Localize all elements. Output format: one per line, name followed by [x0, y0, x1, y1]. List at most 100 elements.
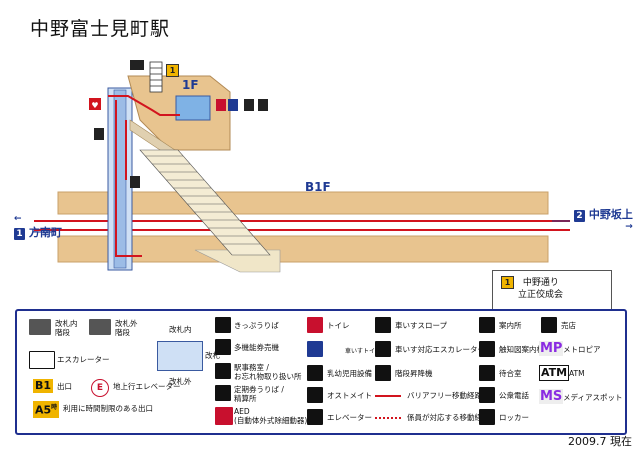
legend-elevator-exit: 地上行エレベーター	[113, 382, 181, 391]
braille-icon	[479, 341, 495, 357]
top-exit-number: 1	[166, 64, 179, 77]
barrier-free-route-top	[108, 95, 180, 116]
exit-number-badge: 1	[501, 276, 514, 289]
east-arrow: →	[625, 222, 633, 232]
legend-wc-toilet: 車いすトイレ	[345, 348, 382, 355]
multi-ticket-icon	[215, 339, 231, 355]
legend-slope: 車いすスロープ	[395, 321, 448, 330]
legend-in-gate: 改札内	[169, 325, 192, 334]
legend-stairs-out: 改札外 階段	[115, 319, 138, 337]
legend-panel: 改札内 階段 改札外 階段 エスカレーター B1 出口 E 地上行エレベーター …	[15, 309, 627, 435]
locker-icon	[479, 409, 495, 425]
a5-code: A5	[35, 403, 52, 417]
floor-label-b1f: B1F	[305, 180, 331, 194]
west-label: 方南町	[28, 226, 62, 239]
gate-graphic	[157, 341, 203, 371]
legend-barrier-free: バリアフリー移動経路	[407, 391, 482, 400]
season-ticket-icon	[215, 385, 231, 401]
mp-badge: MP	[539, 341, 564, 356]
revision-date: 2009.7 現在	[568, 435, 632, 448]
gate-icon	[130, 176, 140, 188]
ticket-machine-icon	[130, 60, 144, 70]
b1f-upper-slab	[57, 191, 549, 215]
baby-icon	[244, 99, 254, 111]
station-diagram: ♥	[34, 60, 570, 273]
legend-escalator: エスカレーター	[57, 355, 110, 364]
legend-stairs-in: 改札内 階段	[55, 319, 78, 337]
wheelchair-toilet-icon	[228, 99, 238, 111]
exit-info-box: 1 中野通り 立正佼成会	[492, 270, 612, 310]
stairs-long	[139, 149, 271, 256]
a5-code-badge: A5時	[33, 401, 60, 418]
east-number-badge: 2	[574, 210, 585, 222]
exit-code-badge: B1	[33, 379, 54, 393]
stairs-in-icon	[29, 319, 51, 335]
top-exit-badge: 1	[166, 58, 179, 77]
page-title: 中野富士見町駅	[30, 18, 171, 40]
legend-atm: ATM	[569, 369, 585, 378]
slope-icon	[375, 317, 391, 333]
legend-staff-route: 係員が対応する移動経路	[407, 413, 490, 422]
exit-line1: 中野通り	[522, 278, 559, 288]
svg-text:♥: ♥	[91, 101, 98, 110]
aed-legend-icon	[215, 407, 233, 425]
barrier-free-route-shaft	[115, 100, 142, 257]
direction-east: 2 中野坂上 →	[574, 206, 633, 232]
legend-ostomate: オストメイト	[327, 391, 372, 400]
wc-escalator-icon	[375, 341, 391, 357]
legend-multi-ticket: 多機能券売機	[234, 343, 279, 352]
west-number-badge: 1	[14, 228, 25, 240]
legend-waiting: 待合室	[499, 369, 522, 378]
baby-legend-icon	[307, 365, 323, 381]
stairs-top	[149, 61, 163, 93]
east-label: 中野坂上	[588, 208, 633, 221]
ms-badge: MS	[539, 389, 564, 404]
legend-baby: 乳幼児用設備	[327, 369, 372, 378]
legend-toilet: トイレ	[327, 321, 350, 330]
ostomate-legend-icon	[307, 387, 323, 403]
legend-phone: 公衆電話	[499, 391, 529, 400]
ostomate-icon	[258, 99, 268, 111]
phone-icon	[479, 387, 495, 403]
legend-ticket: きっぷうりば	[234, 321, 279, 330]
aed-icon	[89, 98, 101, 110]
legend-season: 定期券うりば / 精算所	[234, 385, 284, 403]
legend-aed: AED (自動体外式除細動器)	[234, 407, 308, 425]
legend-stair-lift: 階段昇降機	[395, 369, 433, 378]
legend-out-gate: 改札外	[169, 377, 192, 386]
stairs-out-icon	[89, 319, 111, 335]
legend-mp: メトロピア	[563, 345, 601, 354]
b1f-lower-slab	[57, 235, 549, 263]
legend-exit: 出口	[57, 382, 72, 391]
legend-elevator: エレベーター	[327, 413, 372, 422]
a5-sup: 時	[51, 404, 58, 411]
elevator-legend-icon	[307, 409, 323, 425]
barrier-free-line-icon	[375, 395, 401, 397]
stair-lift-icon	[375, 365, 391, 381]
escalator-icon	[29, 351, 55, 369]
legend-ms: メディアスポット	[563, 393, 623, 402]
exit-line2: 立正佼成会	[518, 290, 564, 300]
legend-info: 案内所	[499, 321, 522, 330]
ticket-icon	[215, 317, 231, 333]
elevator-icon	[94, 128, 104, 140]
legend-gate: 改札	[205, 351, 220, 360]
legend-office: 駅事務室 / お忘れ物取り扱い所	[234, 363, 302, 381]
direction-west: ← 1 方南町	[14, 214, 62, 240]
info-icon	[479, 317, 495, 333]
atm-badge: ATM	[539, 365, 570, 381]
f1-blue-room	[175, 95, 211, 121]
west-arrow: ←	[14, 214, 22, 224]
legend-shop: 売店	[561, 321, 576, 330]
toilet-legend-icon	[307, 317, 323, 333]
legend-a5: 利用に時間制限のある出口	[63, 404, 153, 413]
staff-route-line-icon	[375, 417, 401, 419]
toilet-icon	[216, 99, 226, 111]
elevator-exit-icon: E	[91, 379, 109, 397]
wheelchair-toilet-legend-icon	[307, 341, 323, 357]
legend-locker: ロッカー	[499, 413, 529, 422]
legend-wc-escalator: 車いす対応エスカレーター	[395, 345, 485, 354]
legend-braille: 触知図案内板	[499, 345, 544, 354]
waiting-icon	[479, 365, 495, 381]
floor-label-1f: 1F	[182, 78, 199, 92]
